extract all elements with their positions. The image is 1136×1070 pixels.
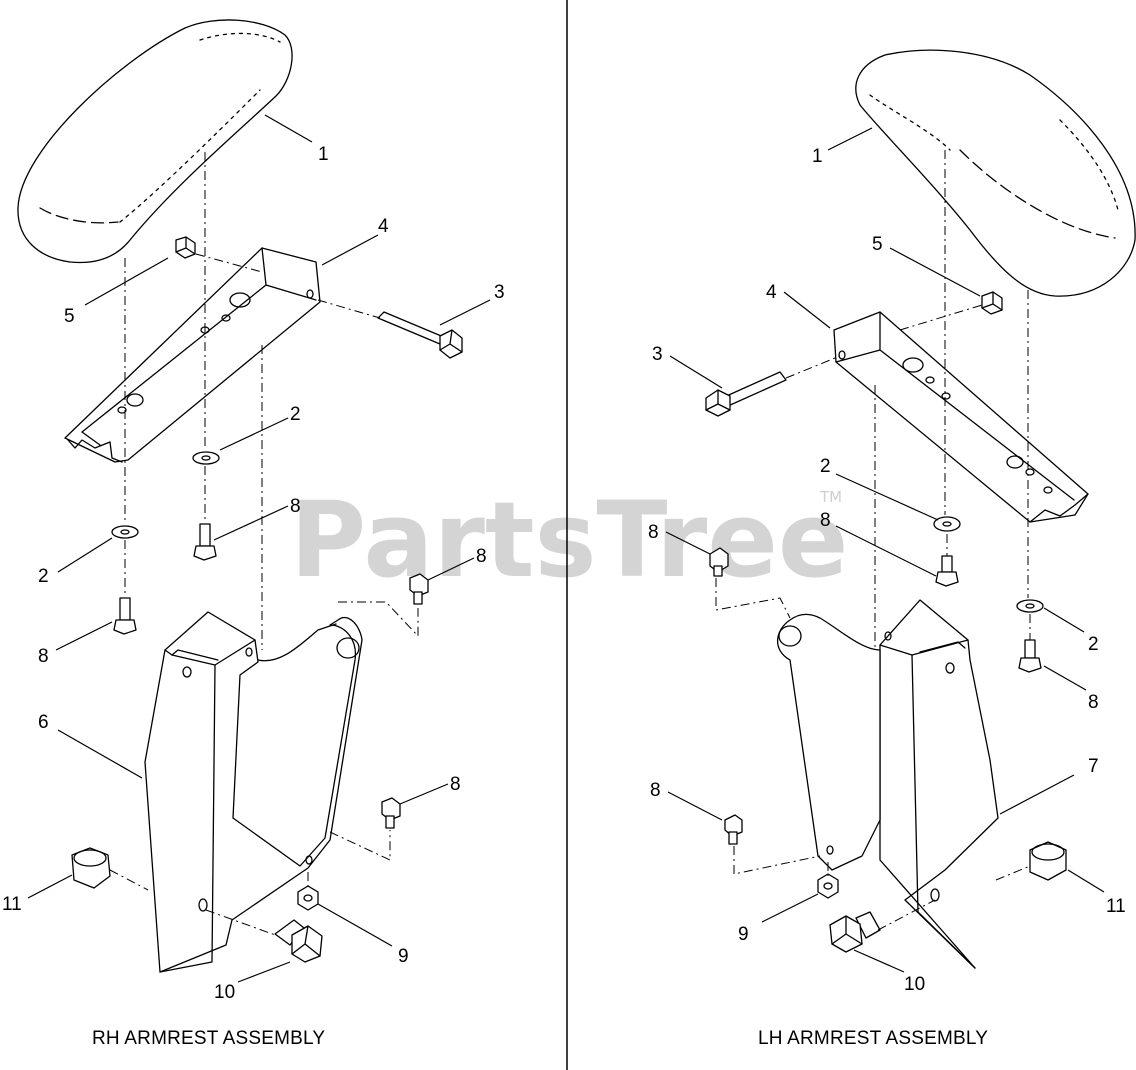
callout-3: 3 — [494, 282, 505, 303]
callout-2: 2 — [820, 456, 831, 477]
callout-8: 8 — [290, 496, 301, 517]
callout-7: 7 — [1088, 756, 1099, 777]
hex-nut — [175, 236, 196, 259]
shoulder-bolt — [709, 547, 729, 577]
armrest-mount — [776, 599, 999, 969]
callout-10: 10 — [214, 982, 235, 1003]
callout-2: 2 — [38, 566, 49, 587]
flat-washer — [192, 451, 220, 465]
callout-10: 10 — [904, 974, 925, 995]
hex-nut — [981, 291, 1003, 315]
callout-8: 8 — [450, 774, 461, 795]
callout-5: 5 — [64, 306, 75, 327]
callout-11: 11 — [2, 894, 22, 915]
lock-nut — [71, 847, 111, 889]
callout-8: 8 — [650, 780, 661, 801]
rh-caption: RH ARMREST ASSEMBLY — [92, 1028, 325, 1049]
flat-washer — [933, 516, 961, 532]
callout-8: 8 — [820, 510, 831, 531]
lock-nut — [1029, 841, 1067, 881]
flat-washer — [111, 525, 139, 539]
shoulder-bolt — [1018, 639, 1042, 673]
callout-2: 2 — [290, 404, 301, 425]
callout-8: 8 — [476, 546, 487, 567]
armrest-bracket — [833, 311, 1089, 523]
lh-caption: LH ARMREST ASSEMBLY — [758, 1028, 988, 1049]
callout-11: 11 — [1106, 896, 1126, 917]
armrest-pad — [855, 49, 1136, 297]
callout-4: 4 — [766, 282, 777, 303]
flange-nut — [297, 885, 319, 911]
callout-8: 8 — [38, 646, 49, 667]
watermark-trademark: TM — [819, 488, 842, 506]
shoulder-bolt — [409, 573, 429, 605]
callout-8: 8 — [648, 522, 659, 543]
flat-washer — [1016, 599, 1044, 613]
shoulder-bolt — [724, 814, 743, 845]
watermark: PartsTree — [290, 479, 848, 601]
flange-nut — [817, 873, 839, 899]
armrest-mount — [144, 611, 363, 973]
shoulder-bolt — [113, 597, 137, 635]
callout-5: 5 — [872, 234, 883, 255]
callout-1: 1 — [812, 146, 823, 167]
shoulder-bolt — [381, 797, 401, 829]
armrest-pad — [17, 19, 293, 264]
callout-9: 9 — [398, 946, 409, 967]
callout-9: 9 — [738, 924, 749, 945]
lh-armrest-assembly: 1 5 4 3 2 8 8 2 8 7 8 11 9 10 LH ARMREST… — [648, 49, 1136, 1049]
hex-bolt — [377, 311, 463, 359]
hex-bolt-large — [274, 919, 323, 963]
armrest-bracket — [64, 247, 321, 463]
shoulder-bolt — [193, 523, 217, 561]
callout-1: 1 — [318, 144, 329, 165]
hex-bolt — [705, 371, 787, 417]
rh-armrest-assembly: 1 4 5 3 2 2 8 8 8 6 8 11 9 10 RH ARMREST… — [2, 19, 505, 1049]
hex-bolt-large — [829, 911, 881, 953]
callout-6: 6 — [38, 712, 49, 733]
callout-2: 2 — [1088, 634, 1099, 655]
callout-3: 3 — [652, 344, 663, 365]
callout-8: 8 — [1088, 692, 1099, 713]
shoulder-bolt — [935, 555, 959, 587]
callout-4: 4 — [378, 216, 389, 237]
